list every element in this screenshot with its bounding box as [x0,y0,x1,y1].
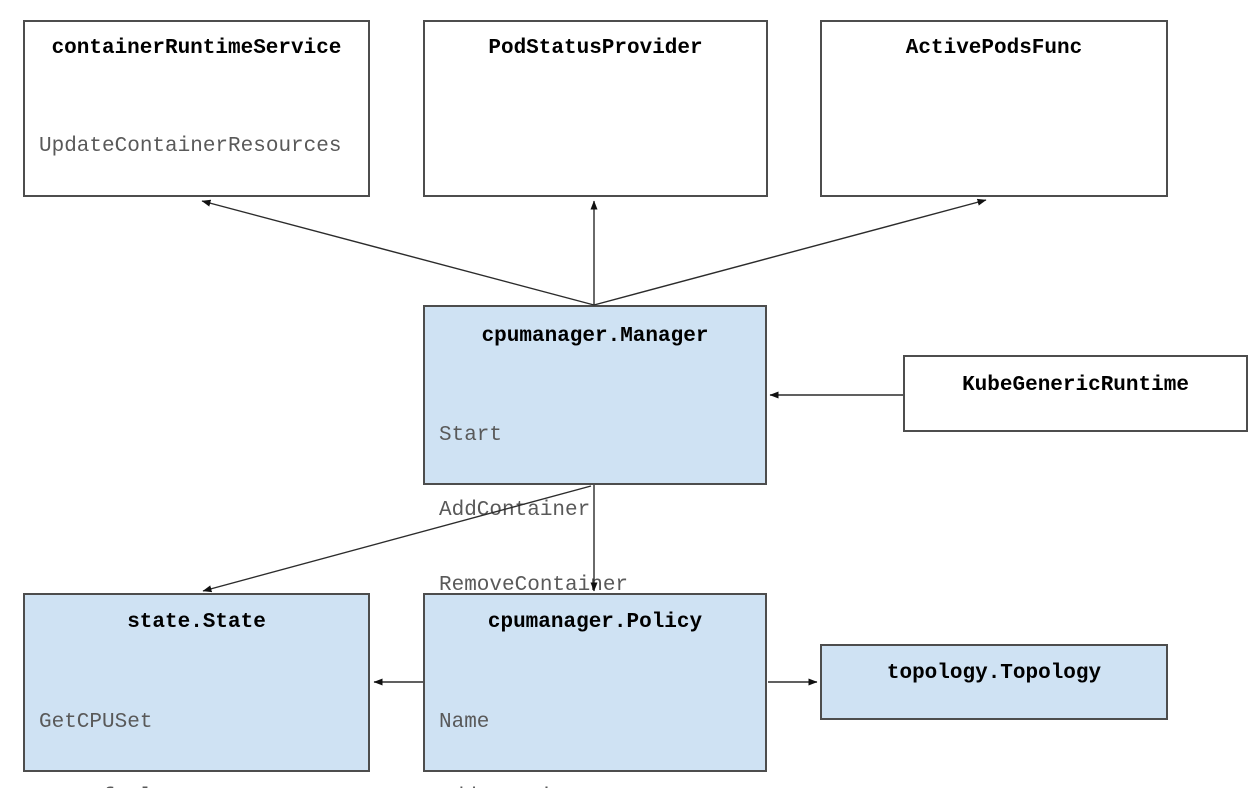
method-item: AddContainer [439,499,591,522]
box-title: topology.Topology [886,662,1102,685]
method-item: UpdateContainerResources [39,135,342,158]
box-title: containerRuntimeService [51,37,342,60]
box-cpumanager-manager: cpumanager.Manager Start AddContainer Re… [423,305,767,672]
box-state-state: state.State GetCPUSet GetDefaultCPUSet S… [23,593,370,788]
method-item: Name [439,711,490,734]
box-pod-status-provider: PodStatusProvider [423,20,768,197]
box-container-runtime-service: containerRuntimeService UpdateContainerR… [23,20,370,197]
box-topology-topology: topology.Topology [820,644,1168,720]
box-methods: Name AddContainer RemoveContainer [439,660,759,788]
box-title: PodStatusProvider [488,37,703,60]
box-title: state.State [127,611,266,634]
box-title: cpumanager.Policy [487,611,703,634]
box-title: ActivePodsFunc [905,37,1083,60]
arrow-manager-to-container-runtime-service [201,199,595,306]
arrow-manager-to-active-pods-func [593,198,987,306]
method-item: GetDefaultCPUSet [39,785,362,788]
method-item: GetCPUSet [39,711,153,734]
method-item: AddContainer [439,785,759,788]
box-cpumanager-policy: cpumanager.Policy Name AddContainer Remo… [423,593,767,788]
method-item: Start [439,424,503,447]
box-kube-generic-runtime: KubeGenericRuntime [903,355,1248,432]
box-methods: UpdateContainerResources [39,84,362,209]
box-active-pods-func: ActivePodsFunc [820,20,1168,197]
box-methods: GetCPUSet GetDefaultCPUSet SetCPUSet Set… [39,660,362,788]
box-title: KubeGenericRuntime [962,374,1189,397]
box-title: cpumanager.Manager [481,325,709,348]
